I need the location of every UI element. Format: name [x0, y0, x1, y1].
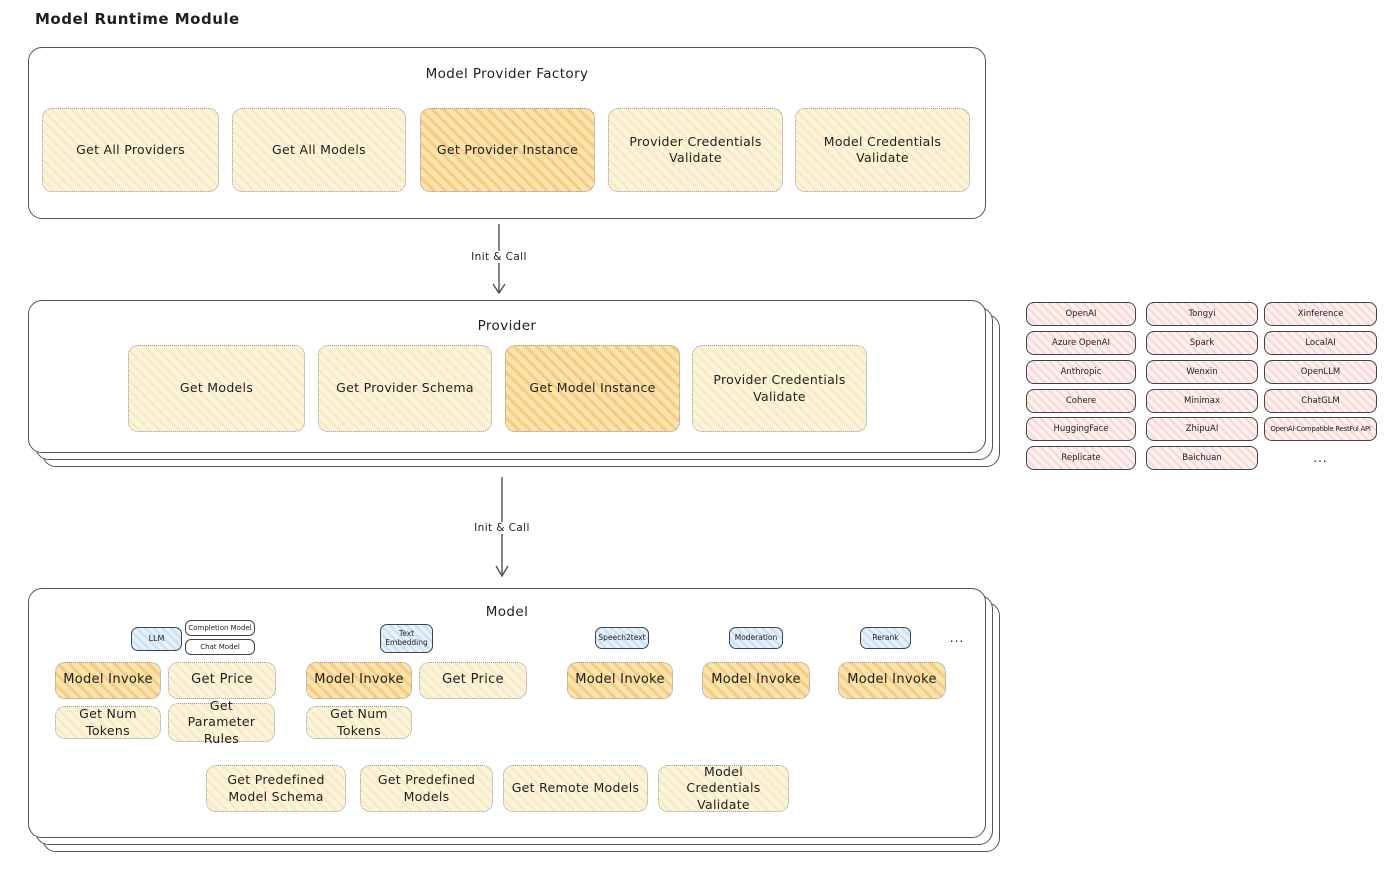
- provider-chip: Anthropic: [1026, 360, 1136, 384]
- node-get-num-tokens-text-embedding: Get Num Tokens: [306, 706, 412, 739]
- node-get-provider-instance: Get Provider Instance: [420, 108, 595, 192]
- arrow-label: Init & Call: [471, 522, 533, 534]
- node-model-invoke-rerank: Model Invoke: [838, 662, 946, 699]
- tab-speech2text: Speech2text: [595, 627, 649, 649]
- provider-chip: OpenAI: [1026, 302, 1136, 326]
- node-model-credentials-validate-factory: Model Credentials Validate: [795, 108, 970, 192]
- provider-chip: OpenAI-Compatible RestFul API: [1264, 417, 1377, 441]
- provider-chip: Cohere: [1026, 389, 1136, 413]
- node-get-num-tokens-llm: Get Num Tokens: [55, 706, 161, 739]
- tab-llm: LLM: [131, 627, 182, 651]
- node-model-invoke-llm: Model Invoke: [55, 662, 161, 699]
- node-get-predefined-model-schema: Get Predefined Model Schema: [206, 765, 346, 812]
- node-get-parameter-rules: Get Parameter Rules: [168, 698, 275, 746]
- provider-chip: ZhipuAI: [1146, 417, 1258, 441]
- provider-chip: ChatGLM: [1264, 389, 1377, 413]
- provider-chip: Xinference: [1264, 302, 1377, 326]
- provider-chip: Replicate: [1026, 446, 1136, 470]
- node-get-models: Get Models: [128, 345, 305, 432]
- provider-chip-ellipsis: ...: [1313, 451, 1328, 465]
- provider-title: Provider: [477, 318, 537, 334]
- node-model-credentials-validate: Model Credentials Validate: [658, 764, 789, 812]
- node-get-all-models: Get All Models: [232, 108, 406, 192]
- provider-chip: LocalAI: [1264, 331, 1377, 355]
- provider-chip: Wenxin: [1146, 360, 1258, 384]
- node-get-remote-models: Get Remote Models: [503, 765, 648, 812]
- node-provider-credentials-validate: Provider Credentials Validate: [692, 345, 867, 432]
- tab-moderation: Moderation: [729, 627, 783, 649]
- provider-chip: Azure OpenAI: [1026, 331, 1136, 355]
- provider-chip: Spark: [1146, 331, 1258, 355]
- node-model-invoke-text-embedding: Model Invoke: [306, 662, 412, 699]
- node-model-invoke-moderation: Model Invoke: [702, 662, 810, 699]
- node-get-model-instance: Get Model Instance: [505, 345, 680, 432]
- model-title: Model: [485, 604, 529, 620]
- tab-rerank: Rerank: [860, 627, 911, 649]
- node-model-invoke-speech2text: Model Invoke: [567, 662, 673, 699]
- factory-title: Model Provider Factory: [425, 66, 589, 82]
- page-title: Model Runtime Module: [35, 10, 240, 28]
- provider-chip: Minimax: [1146, 389, 1258, 413]
- provider-chip: OpenLLM: [1264, 360, 1377, 384]
- tab-chat-model: Chat Model: [185, 639, 255, 655]
- node-get-price-text-embedding: Get Price: [419, 662, 527, 699]
- provider-chip: Tongyi: [1146, 302, 1258, 326]
- node-get-all-providers: Get All Providers: [42, 108, 219, 192]
- arrow-label: Init & Call: [468, 251, 530, 263]
- provider-chip: Baichuan: [1146, 446, 1258, 470]
- node-provider-credentials-validate-factory: Provider Credentials Validate: [608, 108, 783, 192]
- provider-chip: HuggingFace: [1026, 417, 1136, 441]
- tabs-ellipsis: ...: [949, 631, 965, 645]
- tab-completion-model: Completion Model: [185, 620, 255, 636]
- node-get-price-llm: Get Price: [168, 662, 276, 699]
- node-get-provider-schema: Get Provider Schema: [318, 345, 492, 432]
- tab-text-embedding: Text Embedding: [380, 624, 433, 653]
- node-get-predefined-models: Get Predefined Models: [360, 765, 493, 812]
